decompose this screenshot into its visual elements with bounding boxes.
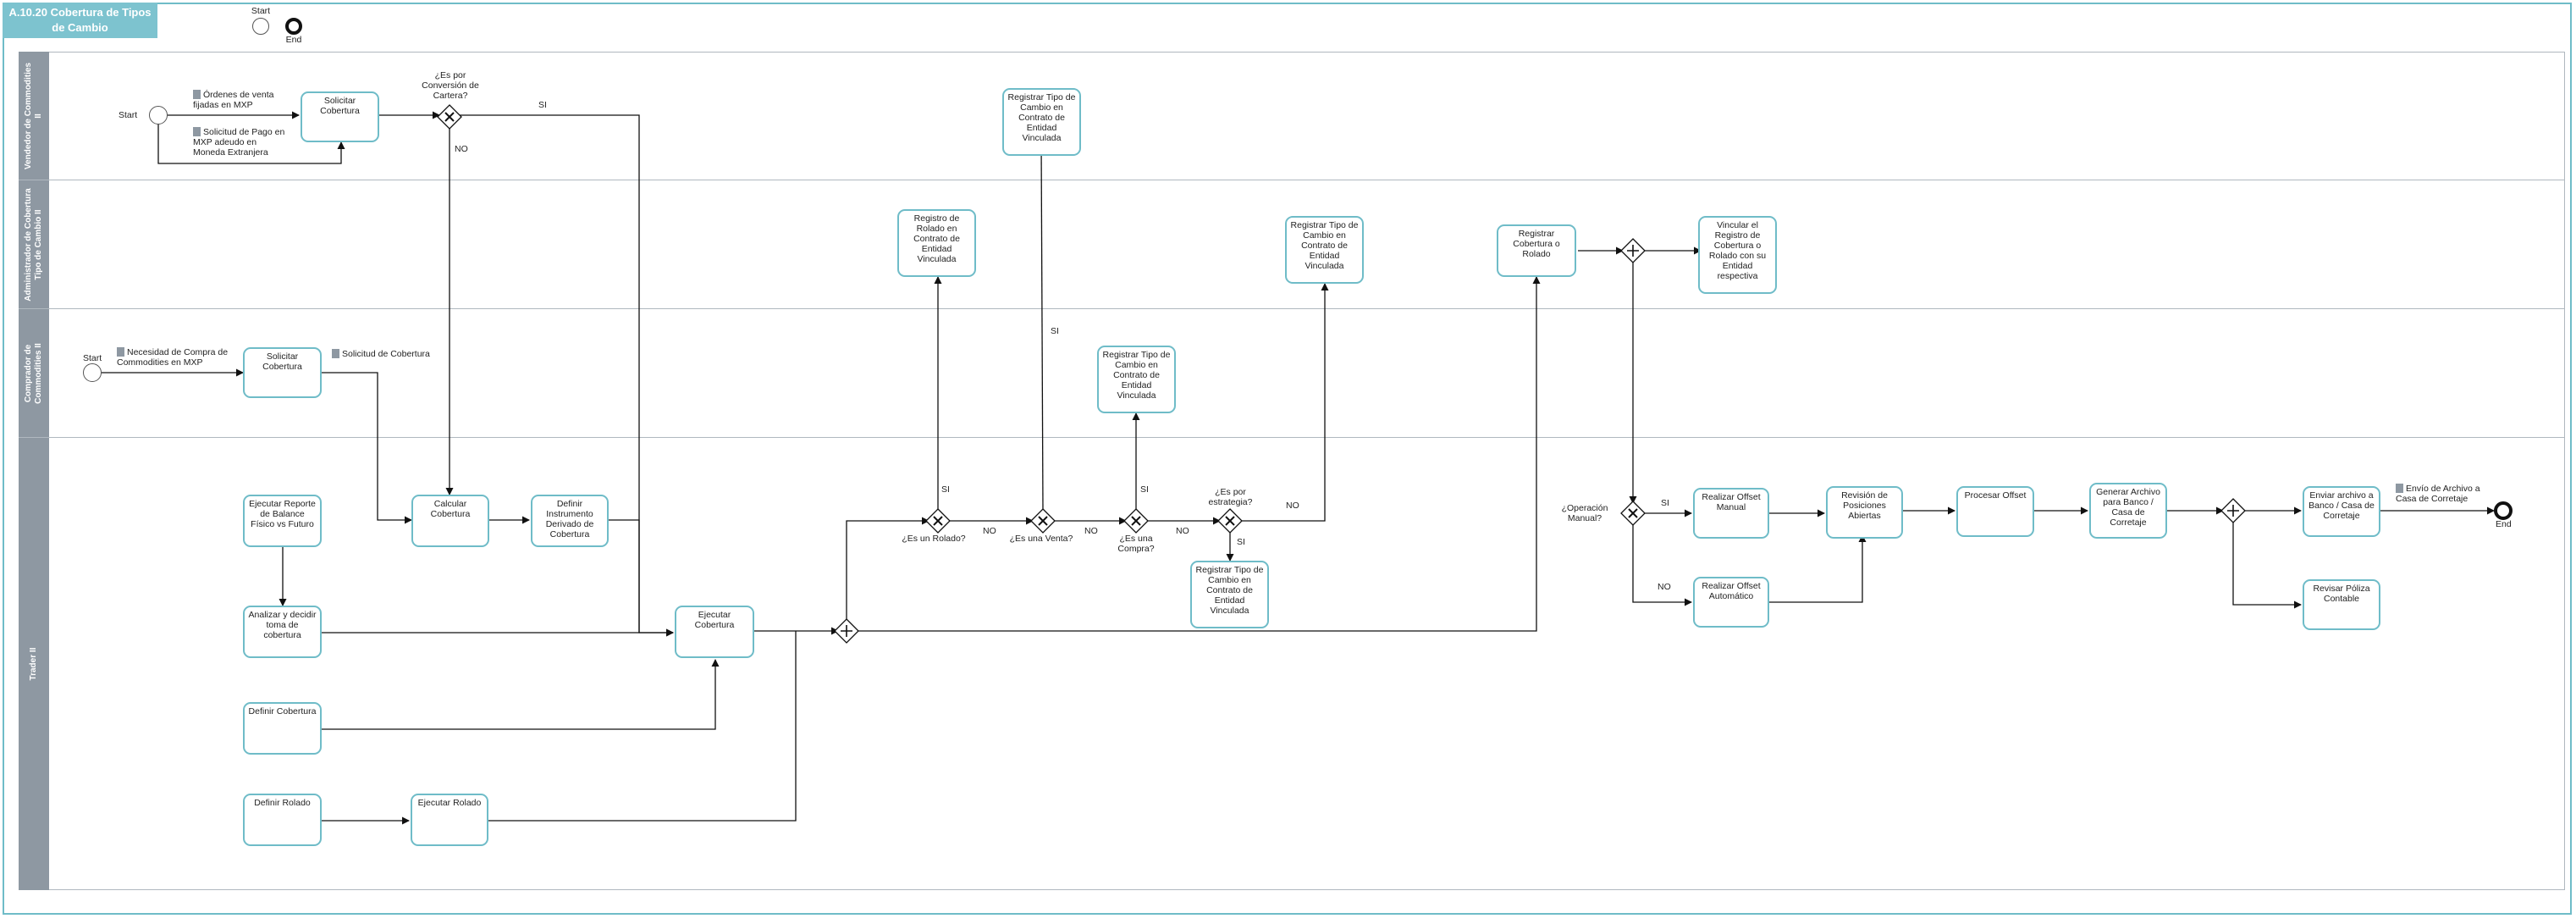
flow xyxy=(609,519,640,633)
x-icon xyxy=(1628,508,1638,518)
flow-label-si: SI xyxy=(1661,498,1669,508)
lane-vendedor-header: Vendedor de Commodities II xyxy=(19,52,49,180)
task-definir-instrumento[interactable]: Definir Instrumento Derivado de Cobertur… xyxy=(531,495,609,547)
lane-administrador-header: Administrador de Cobertura Tipo de Cambi… xyxy=(19,180,49,308)
task-registro-rolado[interactable]: Registro de Rolado en Contrato de Entida… xyxy=(897,209,976,277)
task-registrar-tipo-cambio-comprador[interactable]: Registrar Tipo de Cambio en Contrato de … xyxy=(1097,346,1176,413)
legend-end-label: End xyxy=(285,35,302,45)
data-object-solicitud-pago-label: Solicitud de Pago en MXP adeudo en Moned… xyxy=(193,127,285,158)
task-enviar-archivo[interactable]: Enviar archivo a Banco / Casa de Correta… xyxy=(2303,486,2380,537)
x-icon xyxy=(1038,516,1048,526)
flow-label-no: NO xyxy=(455,144,468,154)
task-registrar-tipo-cambio-vendedor[interactable]: Registrar Tipo de Cambio en Contrato de … xyxy=(1002,88,1081,156)
flow xyxy=(1037,139,1045,512)
plus-icon xyxy=(1627,245,1639,257)
task-registrar-tipo-cambio-admin[interactable]: Registrar Tipo de Cambio en Contrato de … xyxy=(1285,216,1364,284)
flow-label-si: SI xyxy=(1237,537,1245,547)
task-revisar-poliza[interactable]: Revisar Póliza Contable xyxy=(2303,579,2380,630)
task-ejecutar-reporte[interactable]: Ejecutar Reporte de Balance Físico vs Fu… xyxy=(243,495,322,547)
task-generar-archivo[interactable]: Generar Archivo para Banco / Casa de Cor… xyxy=(2089,483,2167,539)
data-object-necesidad-label: Necesidad de Compra de Commodities en MX… xyxy=(117,347,229,368)
legend-end-event xyxy=(285,18,302,35)
document-icon xyxy=(332,349,339,358)
flow-label-si: SI xyxy=(1051,326,1059,336)
flow xyxy=(488,631,797,822)
flow xyxy=(1240,283,1329,522)
start-event-vendedor-label: Start xyxy=(119,110,138,120)
flow-label-no: NO xyxy=(1176,526,1189,536)
diagram-frame xyxy=(3,3,2572,915)
document-icon xyxy=(193,127,201,136)
task-registrar-cobertura-rolado[interactable]: Registrar Cobertura o Rolado xyxy=(1497,224,1576,277)
task-offset-automatico[interactable]: Realizar Offset Automático xyxy=(1693,577,1769,628)
data-object-ordenes: Órdenes de venta fijadas en MXP xyxy=(193,90,286,110)
task-definir-cobertura[interactable]: Definir Cobertura xyxy=(243,702,322,755)
diagram-title: A.10.20 Cobertura de Tipos de Cambio xyxy=(3,3,157,38)
flow-label-no: NO xyxy=(983,526,996,536)
flow-label-no: NO xyxy=(1658,582,1671,592)
flow xyxy=(846,517,929,621)
document-icon xyxy=(2396,484,2403,493)
data-object-envio: Envío de Archivo a Casa de Corretaje xyxy=(2396,484,2489,504)
data-object-solicitud-cobertura: Solicitud de Cobertura xyxy=(332,349,450,359)
lane-divider xyxy=(19,437,2565,438)
gateway-venta-label: ¿Es una Venta? xyxy=(1009,534,1073,544)
flow-label-si: SI xyxy=(1140,484,1149,495)
end-event-trader xyxy=(2494,501,2513,520)
flow xyxy=(157,124,345,164)
start-event-vendedor xyxy=(149,106,168,124)
data-object-necesidad: Necesidad de Compra de Commodities en MX… xyxy=(117,347,235,368)
gateway-compra-label: ¿Es una Compra? xyxy=(1117,534,1155,554)
lane-comprador-header: Comprador de Commodities II xyxy=(19,309,49,437)
plus-icon xyxy=(2227,505,2239,517)
flow xyxy=(1632,523,1692,606)
task-procesar-offset[interactable]: Procesar Offset xyxy=(1956,486,2034,537)
end-event-trader-label: End xyxy=(2496,519,2512,529)
data-object-solicitud-pago: Solicitud de Pago en MXP adeudo en Moned… xyxy=(193,127,286,158)
flow xyxy=(322,372,412,524)
task-registrar-tipo-cambio-trader[interactable]: Registrar Tipo de Cambio en Contrato de … xyxy=(1190,561,1269,628)
task-vincular-registro[interactable]: Vincular el Registro de Cobertura o Rola… xyxy=(1698,216,1777,294)
data-object-solicitud-cobertura-label: Solicitud de Cobertura xyxy=(342,349,430,359)
gateway-rolado-label: ¿Es un Rolado? xyxy=(902,534,966,544)
flow xyxy=(857,276,1541,632)
flow-label-no: NO xyxy=(1286,501,1299,511)
start-event-comprador-label: Start xyxy=(83,353,102,363)
flow-label-si: SI xyxy=(941,484,950,495)
flow-label-si: SI xyxy=(538,100,547,110)
task-ejecutar-rolado[interactable]: Ejecutar Rolado xyxy=(411,794,488,846)
document-icon xyxy=(193,90,201,99)
data-object-envio-label: Envío de Archivo a Casa de Corretaje xyxy=(2396,484,2480,504)
data-object-ordenes-label: Órdenes de venta fijadas en MXP xyxy=(193,90,274,110)
legend-start-event xyxy=(252,18,269,35)
x-icon xyxy=(444,112,455,122)
lane-divider xyxy=(19,308,2565,309)
task-offset-manual[interactable]: Realizar Offset Manual xyxy=(1693,488,1769,539)
flow xyxy=(460,114,674,637)
x-icon xyxy=(1131,516,1141,526)
flow xyxy=(2232,521,2302,609)
task-revision-posiciones[interactable]: Revisión de Posiciones Abiertas xyxy=(1826,486,1903,539)
legend-start-label: Start xyxy=(251,6,271,16)
gateway-estrategia-label: ¿Es por estrategia? xyxy=(1208,487,1253,507)
gateway-operacion-label: ¿Operación Manual? xyxy=(1561,503,1608,523)
task-ejecutar-cobertura[interactable]: Ejecutar Cobertura xyxy=(675,606,754,658)
task-solicitar-cobertura-vendedor[interactable]: Solicitar Cobertura xyxy=(301,91,379,142)
lane-trader-header: Trader II xyxy=(19,438,49,890)
task-definir-rolado[interactable]: Definir Rolado xyxy=(243,794,322,846)
task-analizar-decidir[interactable]: Analizar y decidir toma de cobertura xyxy=(243,606,322,658)
task-calcular-cobertura[interactable]: Calcular Cobertura xyxy=(411,495,489,547)
task-solicitar-cobertura-comprador[interactable]: Solicitar Cobertura xyxy=(243,347,322,398)
flow xyxy=(1769,534,1867,603)
gateway-conversion-label: ¿Es por Conversión de Cartera? xyxy=(422,70,479,101)
flow-label-no: NO xyxy=(1084,526,1098,536)
start-event-comprador xyxy=(83,363,102,382)
flow xyxy=(322,659,720,730)
x-icon xyxy=(1225,516,1235,526)
x-icon xyxy=(933,516,943,526)
document-icon xyxy=(117,347,124,357)
plus-icon xyxy=(841,625,852,637)
